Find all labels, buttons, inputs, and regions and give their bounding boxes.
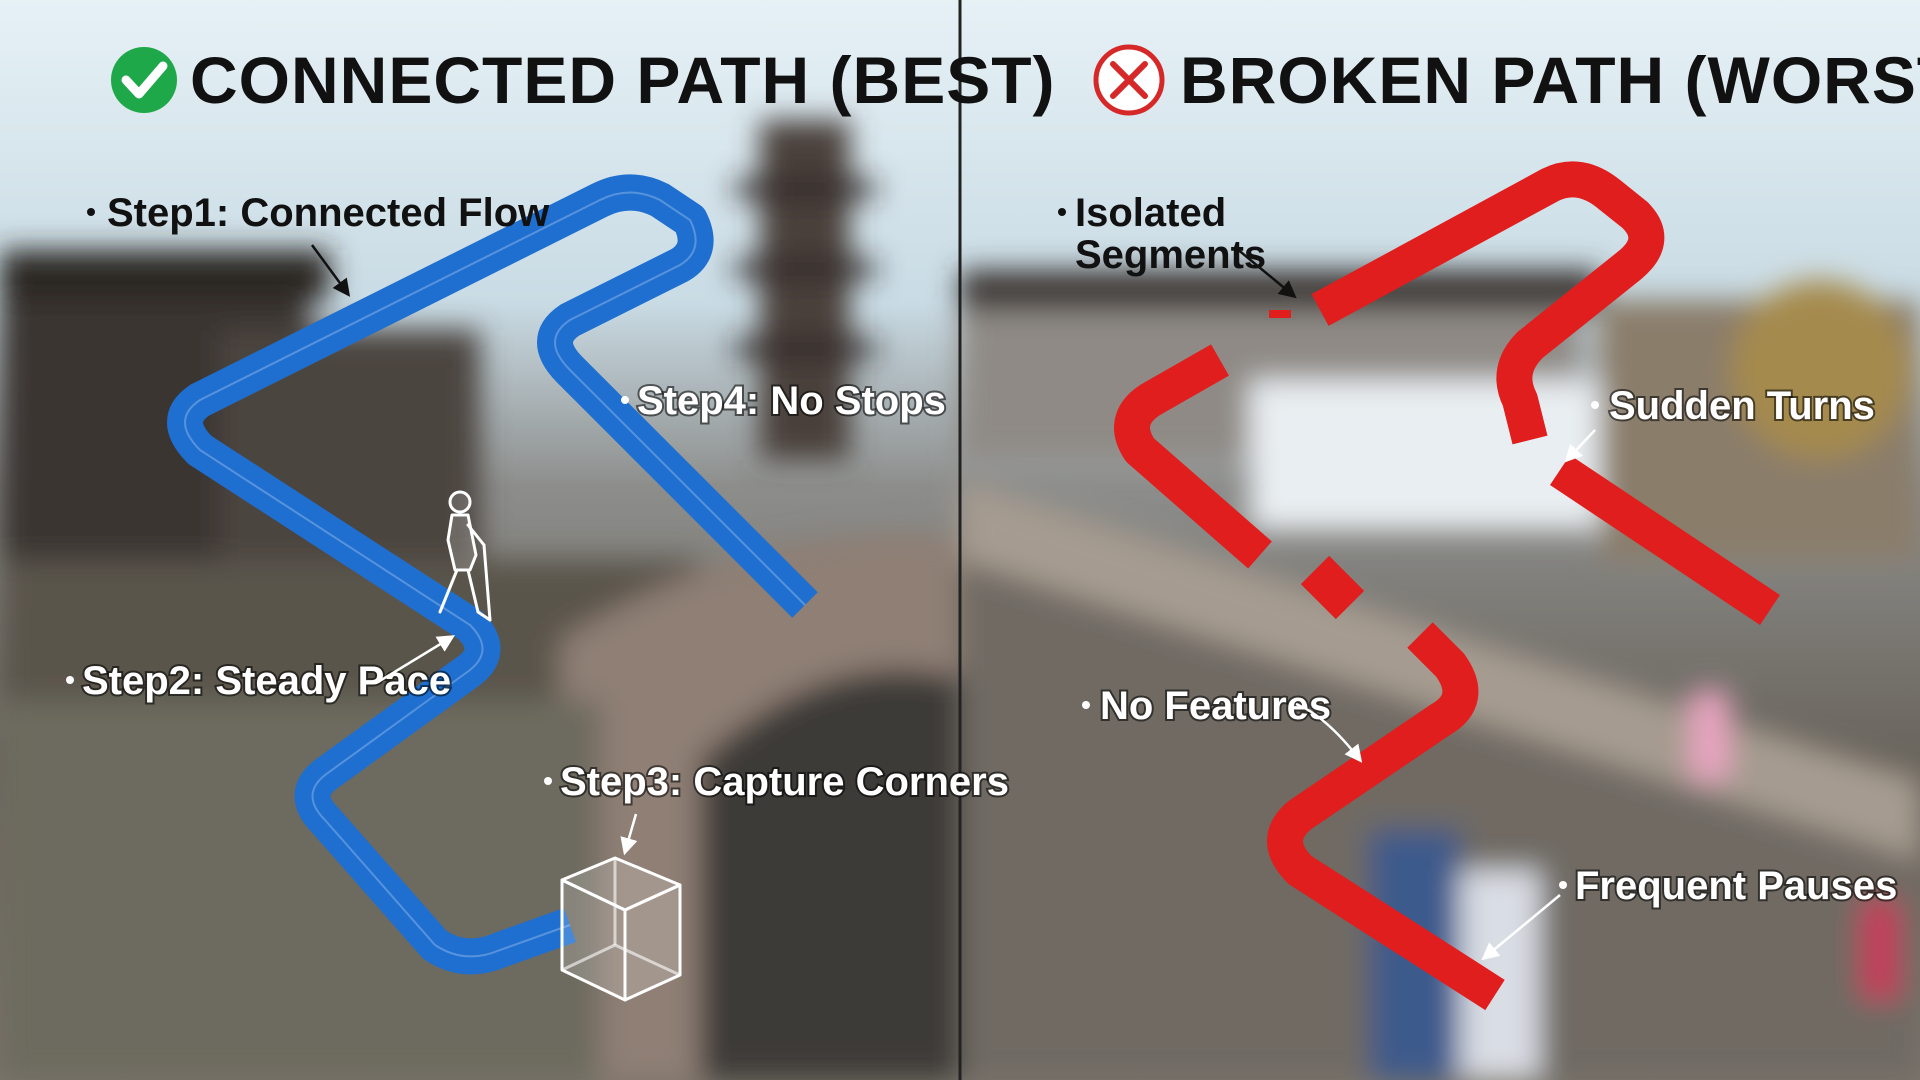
step2-arrow [377, 635, 455, 684]
frequent-pauses-label: Frequent Pauses [1481, 862, 1899, 961]
sudden-turns-label: Sudden Turns [1564, 382, 1877, 463]
sudden-turns-arrow [1564, 429, 1596, 463]
broken-path-segment [1300, 555, 1365, 620]
isolated-text-line1: Isolated [1075, 191, 1226, 235]
step4-label: Step4: No Stops [621, 377, 948, 425]
no-features-label: No Features [1082, 682, 1363, 763]
broken-path-segment [1114, 344, 1272, 569]
broken-path-segment [1311, 161, 1665, 445]
left-panel: CONNECTED PATH (BEST) Step1: Connected F… [66, 43, 1056, 1002]
sudden-turns-text: Sudden Turns [1609, 384, 1875, 428]
no-features-text: No Features [1100, 684, 1331, 728]
walking-person-icon [438, 490, 492, 622]
step2-text: Step2: Steady Pace [82, 659, 451, 703]
right-panel: BROKEN PATH (WORST) Isolated Segments Su… [1058, 43, 1920, 1011]
broken-path-segment [1267, 622, 1505, 1011]
isolated-segments-label: Isolated Segments [1058, 191, 1297, 299]
step1-text: Step1: Connected Flow [107, 191, 550, 235]
left-panel-title: CONNECTED PATH (BEST) [190, 43, 1056, 117]
isolated-text-line2: Segments [1075, 233, 1266, 277]
broken-path [1114, 161, 1780, 1011]
connected-path-highlight [184, 191, 806, 958]
isolated-arrow [1235, 247, 1297, 299]
step3-arrow [620, 813, 638, 856]
frequent-pauses-text: Frequent Pauses [1575, 864, 1897, 908]
broken-path-segment [1550, 455, 1780, 625]
x-circle-icon [1093, 44, 1165, 116]
step2-label: Step2: Steady Pace [66, 635, 455, 705]
cube-icon [560, 856, 682, 1002]
connected-path [167, 174, 818, 975]
check-circle-icon [111, 47, 177, 113]
step1-label: Step1: Connected Flow [87, 191, 550, 297]
step3-label: Step3: Capture Corners [544, 758, 1011, 856]
step4-text: Step4: No Stops [637, 379, 946, 423]
step1-arrow [310, 244, 351, 297]
step3-text: Step3: Capture Corners [560, 760, 1009, 804]
frequent-pauses-arrow [1481, 894, 1561, 961]
right-panel-title: BROKEN PATH (WORST) [1180, 43, 1920, 117]
no-features-arrow [1295, 702, 1363, 763]
